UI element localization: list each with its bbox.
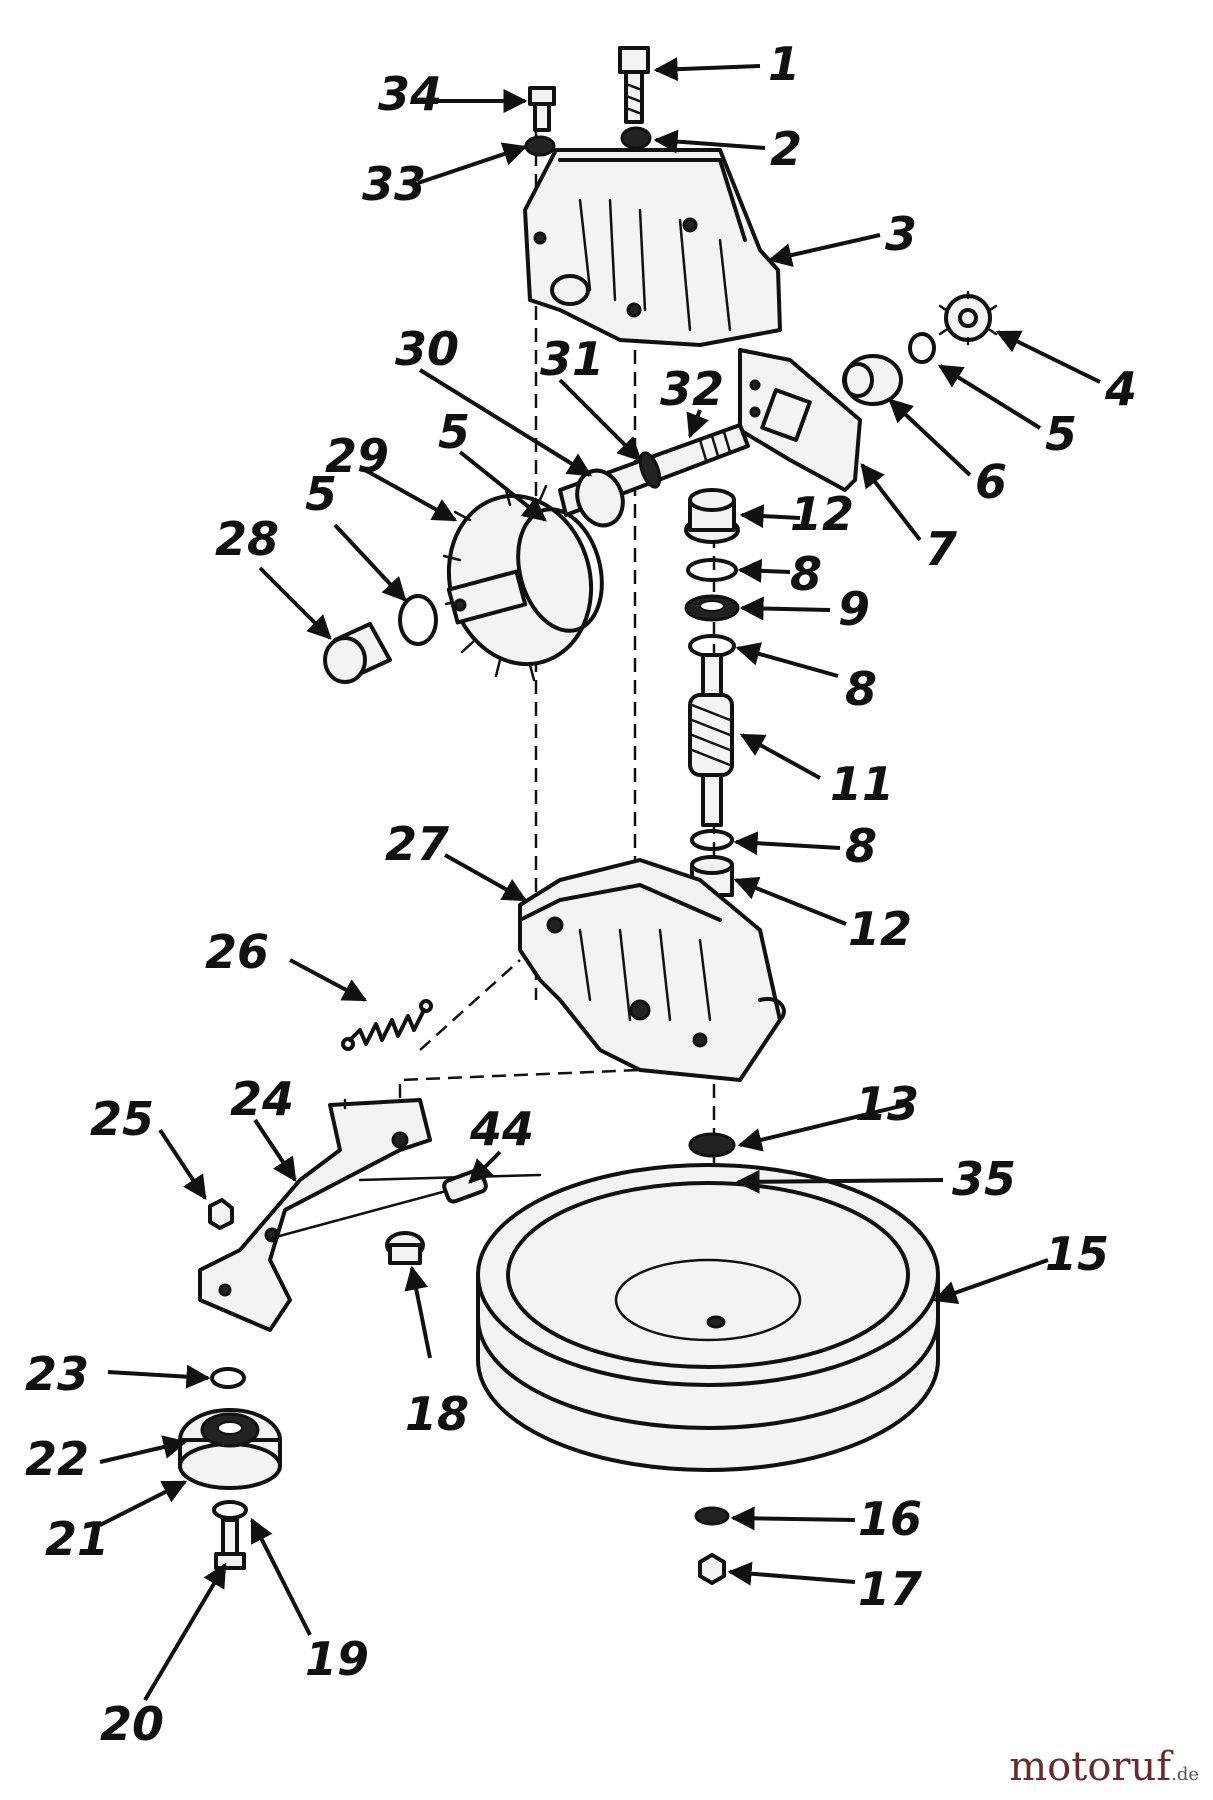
label-20: 20	[100, 1697, 164, 1751]
label-8-a: 8	[790, 547, 822, 601]
label-44: 44	[469, 1102, 534, 1156]
label-31: 31	[540, 332, 604, 386]
label-29: 29	[325, 429, 389, 483]
label-16: 16	[858, 1492, 922, 1546]
part-7-plate[interactable]	[738, 348, 862, 492]
label-21: 21	[45, 1512, 109, 1566]
label-33: 33	[362, 157, 426, 211]
label-15: 15	[1045, 1227, 1109, 1281]
label-13: 13	[855, 1077, 919, 1131]
label-12-lower: 12	[848, 902, 912, 956]
label-9: 9	[838, 582, 870, 636]
label-17: 17	[858, 1562, 922, 1616]
label-30: 30	[395, 322, 459, 376]
label-5-right: 5	[1045, 407, 1077, 461]
part-8-washer-a[interactable]	[686, 558, 738, 582]
part-17-nut[interactable]	[698, 1553, 726, 1585]
label-24: 24	[230, 1072, 294, 1126]
part-1-bolt[interactable]	[618, 46, 650, 124]
part-28-bushing[interactable]	[323, 622, 392, 684]
part-29-gear[interactable]	[430, 480, 614, 682]
part-labels: 1 2 3 4 5 6 7 34 33 30 31 32 5 29 5 28 1…	[25, 37, 1137, 1751]
label-12-upper: 12	[790, 487, 854, 541]
part-22-bearing[interactable]	[200, 1412, 260, 1448]
label-8-b: 8	[845, 662, 877, 716]
part-15-drive-pulley[interactable]	[476, 1163, 940, 1472]
watermark: motoruf.de	[1009, 1744, 1199, 1790]
label-26: 26	[205, 925, 269, 979]
part-24-lever[interactable]	[198, 1098, 432, 1332]
label-18: 18	[405, 1387, 469, 1441]
label-23: 23	[25, 1347, 89, 1401]
part-27-lower-housing[interactable]	[518, 858, 786, 1082]
label-19: 19	[305, 1632, 369, 1686]
label-22: 22	[25, 1432, 89, 1486]
part-13-washer[interactable]	[688, 1132, 736, 1158]
watermark-text: motoruf	[1009, 1744, 1172, 1790]
part-11-worm-shaft[interactable]	[688, 653, 734, 827]
label-5-middle: 5	[438, 405, 470, 459]
label-35: 35	[952, 1152, 1016, 1206]
part-6-bushing[interactable]	[842, 354, 903, 406]
part-12-bushing-upper[interactable]	[684, 488, 740, 544]
part-4-sprocket[interactable]	[938, 290, 998, 346]
label-27: 27	[385, 817, 449, 871]
label-7: 7	[925, 522, 957, 576]
part-34-screw[interactable]	[528, 86, 556, 132]
part-5-washer-left[interactable]	[398, 594, 438, 646]
part-19-washer[interactable]	[212, 1500, 248, 1520]
label-6: 6	[975, 455, 1007, 509]
part-18-nut[interactable]	[385, 1231, 425, 1265]
part-5-washer-right[interactable]	[908, 332, 936, 364]
part-9-bearing[interactable]	[684, 594, 740, 622]
label-32: 32	[660, 362, 724, 416]
label-8-c: 8	[845, 819, 877, 873]
label-34: 34	[378, 67, 442, 121]
part-25-nut[interactable]	[208, 1198, 234, 1230]
label-2: 2	[770, 122, 802, 176]
label-5-left: 5	[305, 467, 337, 521]
part-16-washer[interactable]	[694, 1506, 730, 1526]
part-33-washer[interactable]	[524, 135, 556, 157]
label-4: 4	[1104, 362, 1137, 416]
label-25: 25	[90, 1092, 154, 1146]
part-23-washer[interactable]	[210, 1367, 246, 1389]
part-3-upper-housing[interactable]	[523, 148, 782, 347]
part-8-washer-c[interactable]	[690, 829, 734, 851]
part-20-bolt[interactable]	[214, 1518, 246, 1570]
label-3: 3	[885, 207, 917, 261]
label-28: 28	[215, 512, 279, 566]
watermark-suffix: .de	[1171, 1764, 1199, 1785]
label-1: 1	[768, 37, 800, 91]
part-44-cable-end[interactable]	[270, 1168, 542, 1240]
part-31-ring[interactable]	[636, 450, 663, 489]
part-26-spring[interactable]	[341, 999, 433, 1051]
part-2-washer[interactable]	[620, 126, 652, 150]
label-11: 11	[830, 757, 894, 811]
leader-lines	[99, 57, 1101, 1702]
